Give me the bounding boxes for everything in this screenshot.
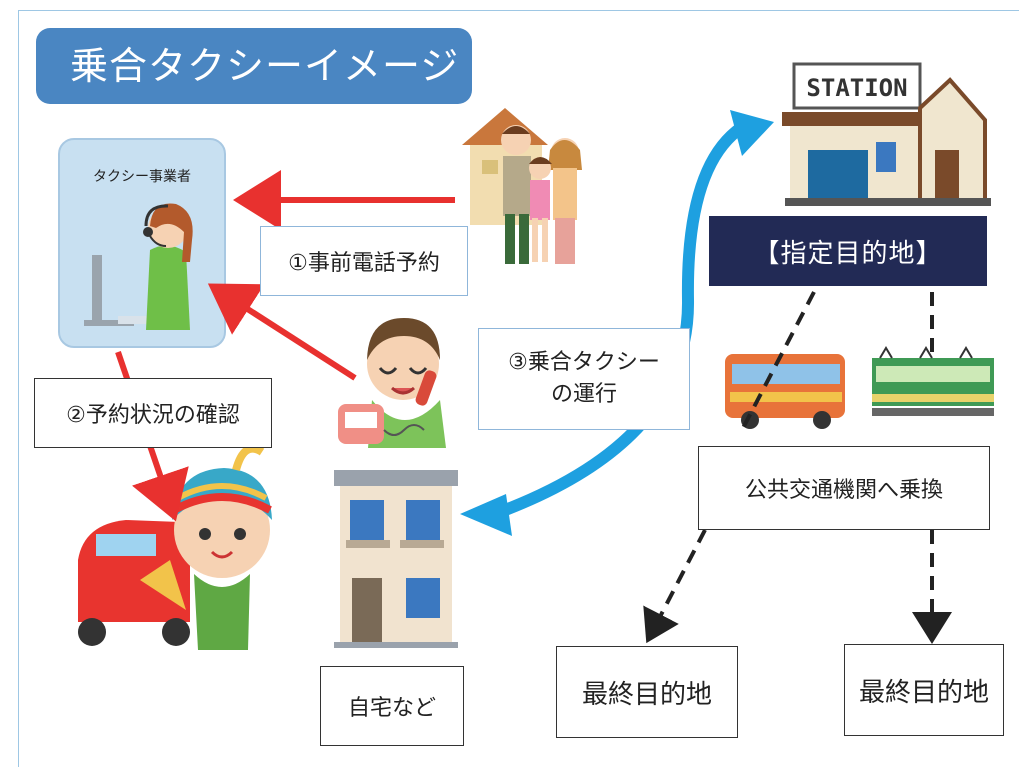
phone-caller-illustration [338, 318, 446, 448]
step3-label: ③乗合タクシー の運行 [478, 328, 690, 430]
dashed-line-to-bus [740, 291, 816, 431]
transfer-label: 公共交通機関へ乗換 [698, 446, 990, 530]
station-sign-text: STATION [806, 74, 907, 102]
operator-illustration [84, 203, 193, 330]
mascot-car-illustration [78, 444, 272, 650]
bus-icon [725, 354, 845, 429]
family-illustration [462, 108, 582, 264]
home-label: 自宅など [320, 666, 464, 746]
final-destination-right: 最終目的地 [844, 644, 1004, 736]
step1-label: ①事前電話予約 [260, 226, 468, 296]
step3-line1: ③乗合タクシー [508, 350, 660, 375]
step3-line2: の運行 [550, 382, 617, 407]
step2-label: ②予約状況の確認 [34, 378, 272, 448]
arrow-phone-call [207, 283, 357, 381]
arrow-shared-taxi-route [497, 125, 742, 518]
diagram-title: 乗合タクシーイメージ図 [36, 28, 472, 164]
arrow-head-to-station [730, 110, 774, 156]
taxi-operator-label: タクシー事業者 [93, 169, 191, 185]
arrow-head-to-home [460, 494, 512, 536]
train-icon [872, 346, 994, 416]
final-destination-left: 最終目的地 [556, 646, 738, 738]
station-illustration [782, 62, 991, 206]
dashed-arrow-final-left [643, 529, 707, 644]
home-building-illustration [334, 470, 458, 648]
designated-destination-banner: 【指定目的地】 [709, 216, 987, 286]
frame-border [18, 10, 1019, 767]
step2-text: ②予約状況の確認 [66, 403, 240, 428]
taxi-operator-panel: タクシー事業者 [58, 138, 226, 348]
